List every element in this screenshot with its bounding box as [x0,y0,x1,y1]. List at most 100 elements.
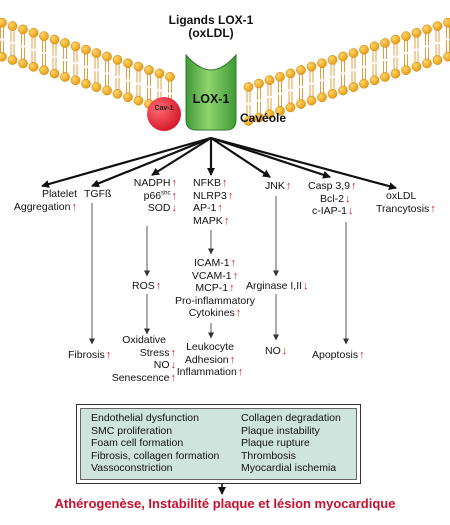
outcomes-right-column: Collagen degradation Plaque instability … [241,412,341,475]
lipid-head [144,65,154,75]
lipid-head [102,51,112,62]
lipid-head [338,85,348,96]
arrow-down-icon: ↓ [344,192,351,205]
lipid-head [39,65,49,76]
arrow-up-icon: ↑ [285,180,292,192]
lipid-head [285,68,296,79]
arrow-up-icon: ↑ [170,346,177,359]
lipid-head [91,48,102,58]
pathway-arrows [41,136,397,495]
casp-group: Casp 3,9↑ Bcl-2↓ c-IAP-1↓ [308,180,357,218]
arrow-up-icon: ↑ [235,307,242,319]
lipid-head [102,85,112,96]
trancytosis-label: Trancytosis [376,202,430,215]
arrow-up-icon: ↑ [170,371,177,384]
lipid-head [359,78,369,89]
lipid-head [443,51,450,62]
arrow-up-icon: ↑ [171,177,178,189]
oxidative-stress-group: Oxidative Stress↑ NO↓ Senescence↑ [96,334,176,384]
arrow-up-icon: ↑ [71,200,78,213]
arrow-up-icon: ↑ [229,282,235,294]
ap1-label: AP-1 [193,202,217,214]
lipid-head [112,55,123,65]
platelet-label: Platelet [41,188,77,200]
no-endothelial-group: NO↓ [265,345,287,358]
lipid-head [306,61,317,72]
nfkb-group: NFKB↑ NLRP3↑ AP-1↑ MAPK↑ [193,177,233,227]
lipid-head [254,112,264,123]
lipid-head [296,99,306,109]
arrow-up-icon: ↑ [230,257,237,269]
caveolar-membrane-bilayer [0,17,450,126]
lipid-head [18,58,28,69]
lipid-head [81,78,91,89]
lipid-head [133,95,144,106]
sod-label: SOD [147,202,171,214]
lipid-head [7,55,18,65]
cav1-protein [147,97,181,131]
arrow-up-icon: ↑ [217,202,223,214]
no-label: NO [153,359,170,371]
lipid-head [359,44,369,55]
clinical-outcomes-box: Endothelial dysfunction SMC proliferatio… [76,404,361,484]
arrow-up-icon: ↑ [105,349,112,361]
arginase-group: Arginase I,II↓ [246,280,309,293]
lipid-head [154,68,165,79]
lipid-head [369,75,380,86]
ros-group: ROS↑ [132,280,161,293]
lipid-head [39,31,49,42]
lipid-head [60,38,70,48]
lipid-head [254,78,264,89]
adhesion-label: Adhesion [184,353,229,366]
mcp1-label: MCP-1 [195,282,229,294]
lipid-head [432,55,443,65]
arrow-down-icon: ↓ [348,205,354,217]
lipid-head [380,38,390,48]
lipid-head [338,51,348,62]
caveole-label: Cavéole [240,111,287,125]
lipid-head [327,89,338,99]
nadph-label: NADPH [133,177,171,189]
lipid-head [0,51,7,62]
lipid-head [18,24,28,35]
ligands-title-line2: (oxLDL) [188,26,234,40]
mapk-label: MAPK [193,214,223,227]
arrow-to-casp [210,136,331,179]
lox1-label: LOX-1 [192,92,230,106]
lipid-head [91,82,102,92]
arrow-to-oxldl [210,136,397,191]
apoptosis-group: Apoptosis↑ [312,349,365,362]
lipid-head [422,24,432,35]
arrow-up-icon: ↑ [171,189,178,202]
arrow-up-icon: ↑ [223,214,230,227]
outcome-item: Myocardial ischemia [241,462,337,474]
arrow-to-platelet [41,136,212,188]
adhesion-molecules-group: ICAM-1↑ VCAM-1↑ MCP-1↑ Pro-inflammatory … [165,257,265,320]
arginase-label: Arginase I,II [246,280,303,292]
lipid-head [411,27,422,38]
lipid-head [422,58,432,69]
outcome-item: Plaque instability [241,424,320,437]
platelet-aggregation: Platelet Aggregation↑ [0,188,77,213]
arrow-to-jnk [210,137,271,178]
p66-label: p66 [143,189,162,202]
arrow-up-icon: ↑ [222,177,228,189]
icam1-label: ICAM-1 [193,257,230,269]
lipid-head [443,17,450,28]
ciap1-label: c-IAP-1 [312,205,348,217]
arrow-up-icon: ↑ [229,353,236,366]
lipid-head [348,48,359,58]
outcome-item: Endothelial dysfunction [91,412,199,424]
lipid-head [317,92,327,103]
arrow-down-icon: ↓ [171,202,178,214]
lipid-head [390,68,401,79]
nlrp3-label: NLRP3 [193,189,227,202]
arrow-up-icon: ↑ [227,189,234,202]
arrow-up-icon: ↑ [237,366,244,378]
lipid-head [411,61,422,72]
lipid-head [296,65,306,75]
bcl2-label: Bcl-2 [320,192,344,205]
lipid-head [81,44,91,55]
inflammation-label: Inflammation [176,366,237,378]
